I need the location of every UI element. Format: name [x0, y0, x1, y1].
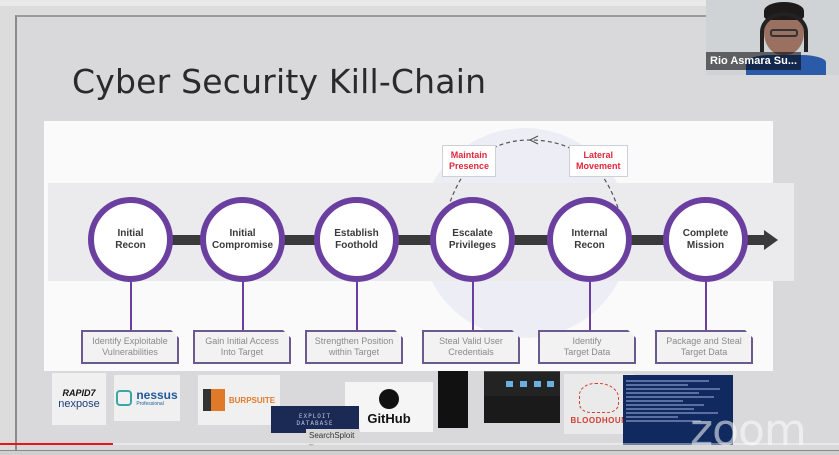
powershell-screenshot	[623, 375, 733, 445]
connector	[356, 282, 358, 330]
node-icon	[534, 381, 541, 387]
burp-icon	[202, 389, 225, 411]
desc-complete-mission: Package and Steal Target Data	[655, 330, 753, 364]
node-icon	[547, 381, 554, 387]
bloodhound-logo: BLOODHOUN	[564, 374, 634, 434]
nessus-hexagon-icon	[116, 390, 133, 406]
connector	[472, 282, 474, 330]
mobile-screenshot	[438, 371, 468, 428]
zoom-watermark: zoom	[690, 405, 807, 455]
connector	[242, 282, 244, 330]
burpsuite-logo: BURPSUITE	[198, 375, 280, 425]
nessus-logo: nessus Professional	[114, 375, 180, 421]
loop-arrowhead-icon	[528, 135, 539, 145]
desc-initial-recon: Identify Exploitable Vulnerabilities	[81, 330, 179, 364]
note-maintain-presence: Maintain Presence	[442, 145, 497, 177]
node-icon	[506, 381, 513, 387]
slide-title: Cyber Security Kill-Chain	[72, 62, 487, 101]
github-logo: GitHub	[345, 382, 433, 432]
stage-internal-recon: Internal Recon	[547, 197, 632, 282]
rapid7-nexpose-logo: RAPID7 nexpose	[52, 373, 106, 425]
exploit-database-logo: EXPLOIT DATABASE	[271, 406, 359, 433]
playback-progress-fill[interactable]	[0, 443, 114, 445]
loop-arrow	[447, 135, 619, 209]
playback-progress-track[interactable]	[0, 443, 839, 445]
participant-video-tile[interactable]: Rio Asmara Su...	[706, 0, 839, 75]
glasses-icon	[770, 29, 798, 37]
desc-escalate-privileges: Steal Valid User Credentials	[422, 330, 520, 364]
connector	[589, 282, 591, 330]
stage-establish-foothold: Establish Foothold	[314, 197, 399, 282]
network-tool-screenshot	[484, 371, 560, 423]
connector	[130, 282, 132, 330]
stage-initial-recon: Initial Recon	[88, 197, 173, 282]
bottom-border	[0, 450, 839, 455]
octocat-icon	[379, 388, 399, 409]
desc-internal-recon: Identify Target Data	[538, 330, 636, 364]
participant-name: Rio Asmara Su...	[706, 52, 802, 70]
stage-escalate-privileges: Escalate Privileges	[430, 197, 515, 282]
desc-establish-foothold: Strengthen Position within Target	[305, 330, 403, 364]
node-icon	[520, 381, 527, 387]
headset-icon	[760, 12, 808, 52]
note-lateral-movement: Lateral Movement	[569, 145, 628, 177]
connector	[705, 282, 707, 330]
timeline-arrow-icon	[764, 230, 778, 250]
desc-initial-compromise: Gain Initial Access Into Target	[193, 330, 291, 364]
top-strip	[0, 0, 839, 6]
bloodhound-dog-icon	[579, 383, 619, 413]
stage-initial-compromise: Initial Compromise	[200, 197, 285, 282]
stage-complete-mission: Complete Mission	[663, 197, 748, 282]
searchsploit-caption: SearchSploit –	[306, 429, 360, 449]
